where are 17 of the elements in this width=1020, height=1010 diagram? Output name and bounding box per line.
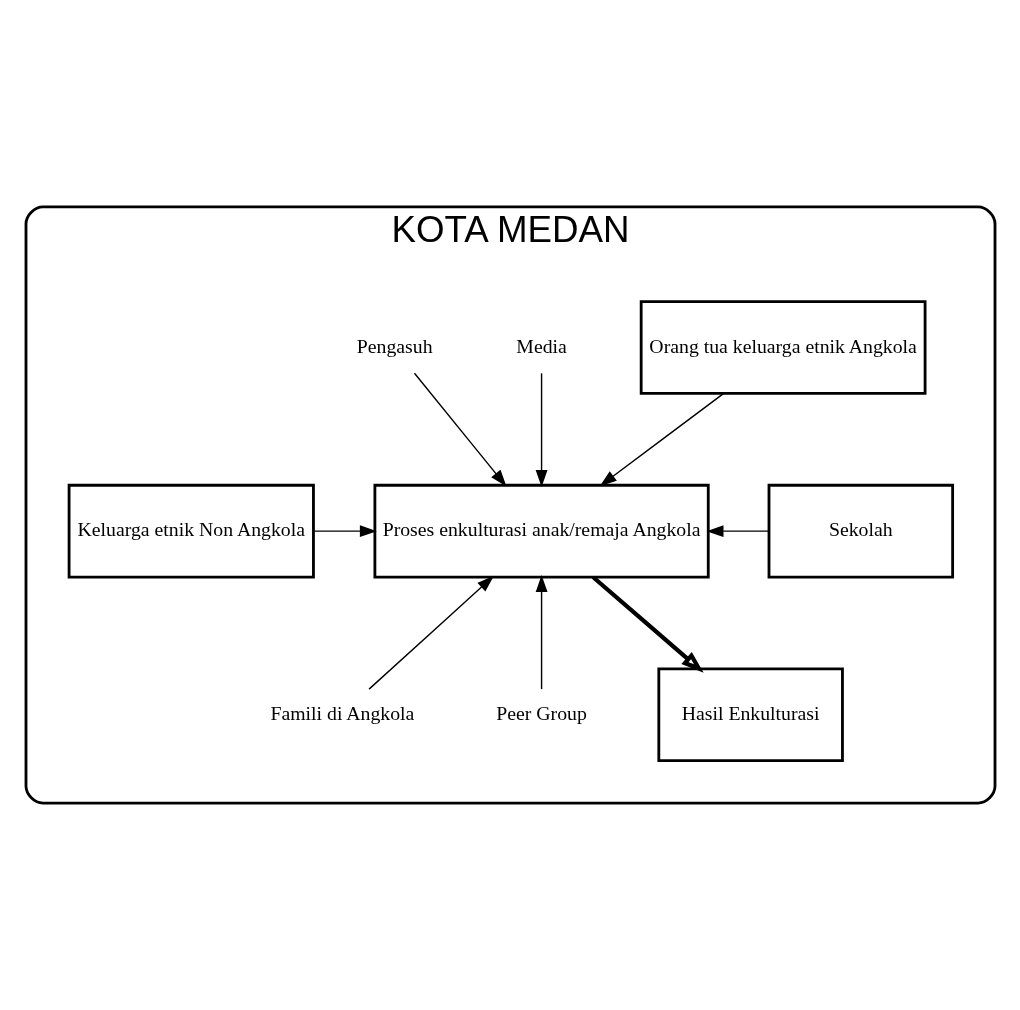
node-box: Orang tua keluarga etnik Angkola xyxy=(639,300,926,395)
arrow xyxy=(367,575,494,690)
node-text: Pengasuh xyxy=(356,334,433,357)
node-box: Sekolah xyxy=(767,483,954,579)
node-text: Media xyxy=(515,334,567,357)
node-box: Hasil Enkulturasi xyxy=(656,667,844,763)
arrow xyxy=(312,525,377,538)
arrow xyxy=(535,372,547,488)
arrow xyxy=(535,575,547,690)
arrow xyxy=(599,392,724,487)
arrow xyxy=(413,372,506,487)
node-box: Proses enkulturasi anak/remaja Angkola xyxy=(372,483,710,579)
arrow xyxy=(591,575,704,673)
node-text: Peer Group xyxy=(495,701,587,724)
node-text: Famili di Angkola xyxy=(269,701,414,724)
arrow xyxy=(706,525,769,538)
node-box: Keluarga etnik Non Angkola xyxy=(67,483,315,579)
